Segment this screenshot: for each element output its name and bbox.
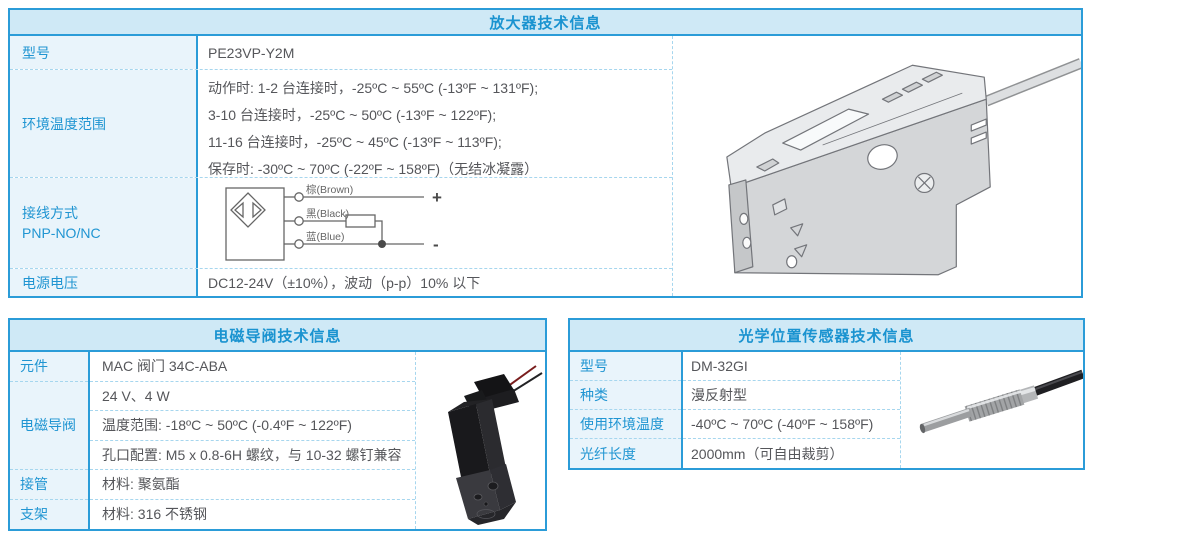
row-value-pilot-3: 孔口配置: M5 x 0.8-6H 螺纹，与 10-32 螺钉兼容 xyxy=(90,441,415,470)
sensor-image xyxy=(919,369,1083,434)
row-value-bracket: 材料: 316 不锈钢 xyxy=(102,506,208,523)
sensor-value-column: DM-32GI 漫反射型 -40ºC ~ 70ºC (-40ºF ~ 158ºF… xyxy=(683,352,900,468)
wiring-diagram: 棕(Brown) 黑(Black) 蓝(Blue) + - xyxy=(225,183,442,261)
row-label-model: 型号 xyxy=(10,36,198,69)
amplifier-image xyxy=(726,58,1081,276)
temperature-line-3: 11-16 台连接时，-25ºC ~ 45ºC (-13ºF ~ 113ºF); xyxy=(208,134,502,150)
valve-label-column: 元件 电磁导阀 接管 支架 xyxy=(10,352,90,529)
sensor-label-column: 型号 种类 使用环境温度 光纤长度 xyxy=(570,352,683,468)
wire-polarity-plus: + xyxy=(432,188,442,207)
row-value-power: DC12-24V（±10%），波动（p-p）10% 以下 xyxy=(208,274,481,291)
amplifier-model-row: 型号 PE23VP-Y2M xyxy=(10,36,672,70)
temperature-line-2: 3-10 台连接时，-25ºC ~ 50ºC (-13ºF ~ 122ºF); xyxy=(208,107,497,123)
row-label-sensor-temp: 使用环境温度 xyxy=(570,410,681,439)
valve-value-column: MAC 阀门 34C-ABA 24 V、4 W 温度范围: -18ºC ~ 50… xyxy=(90,352,415,529)
wire-label-brown: 棕(Brown) xyxy=(306,183,353,196)
row-value-pilot-1: 24 V、4 W xyxy=(90,382,415,411)
row-value-pipe: 材料: 聚氨酯 xyxy=(90,470,415,500)
row-value-component: MAC 阀门 34C-ABA xyxy=(90,352,415,382)
sensor-table-title: 光学位置传感器技术信息 xyxy=(570,320,1083,352)
row-value-sensor-temp: -40ºC ~ 70ºC (-40ºF ~ 158ºF) xyxy=(683,410,900,439)
wire-label-blue: 蓝(Blue) xyxy=(306,231,345,243)
valve-table-title: 电磁导阀技术信息 xyxy=(10,320,545,352)
row-label-bracket: 支架 xyxy=(20,506,48,523)
row-value-sensor-model: DM-32GI xyxy=(683,352,900,381)
row-value-model: PE23VP-Y2M xyxy=(208,44,295,61)
row-label-fiber-length: 光纤长度 xyxy=(580,445,636,462)
row-value-pilot-2: 温度范围: -18ºC ~ 50ºC (-0.4ºF ~ 122ºF) xyxy=(90,411,415,441)
row-label-wiring: 接线方式 PNP-NO/NC xyxy=(10,178,198,268)
amplifier-table: 放大器技术信息 型号 PE23VP-Y2M 环境温度范围 动作时: 1-2 台连… xyxy=(8,8,1083,298)
row-label-power: 电源电压 xyxy=(10,269,198,296)
amplifier-power-row: 电源电压 DC12-24V（±10%），波动（p-p）10% 以下 xyxy=(10,269,672,296)
row-label-sensor-model: 型号 xyxy=(570,352,681,381)
wiring-label-line1: 接线方式 xyxy=(22,205,78,221)
row-label-pilot-valve: 电磁导阀 xyxy=(10,382,88,470)
valve-table: 电磁导阀技术信息 元件 电磁导阀 接管 支架 MAC 阀门 34C-ABA 24… xyxy=(8,318,547,531)
amplifier-image-cell xyxy=(672,36,1081,296)
wiring-label-line2: PNP-NO/NC xyxy=(22,225,101,241)
temperature-line-1: 动作时: 1-2 台连接时，-25ºC ~ 55ºC (-13ºF ~ 131º… xyxy=(208,80,539,96)
row-label-sensor-type: 种类 xyxy=(570,381,681,410)
valve-image-cell xyxy=(415,352,545,529)
valve-image xyxy=(448,365,543,525)
amplifier-wiring-row: 接线方式 PNP-NO/NC xyxy=(10,178,672,269)
sensor-image-cell xyxy=(900,352,1083,468)
row-label-pipe: 接管 xyxy=(10,470,88,500)
wire-polarity-minus: - xyxy=(433,235,439,254)
row-value-wiring: 棕(Brown) 黑(Black) 蓝(Blue) + - xyxy=(198,178,672,268)
row-value-fiber-length: 2000mm（可自由裁剪） xyxy=(691,445,844,462)
row-value-sensor-type: 漫反射型 xyxy=(683,381,900,410)
sensor-table: 光学位置传感器技术信息 型号 种类 使用环境温度 光纤长度 DM-32GI 漫反… xyxy=(568,318,1085,470)
row-label-component: 元件 xyxy=(10,352,88,382)
row-value-temperature: 动作时: 1-2 台连接时，-25ºC ~ 55ºC (-13ºF ~ 131º… xyxy=(198,70,672,177)
amplifier-table-title: 放大器技术信息 xyxy=(10,10,1081,36)
row-label-temperature: 环境温度范围 xyxy=(10,70,198,177)
temperature-line-4: 保存时: -30ºC ~ 70ºC (-22ºF ~ 158ºF)（无结冰凝露） xyxy=(208,161,539,177)
wire-label-black: 黑(Black) xyxy=(306,208,349,220)
amplifier-temperature-row: 环境温度范围 动作时: 1-2 台连接时，-25ºC ~ 55ºC (-13ºF… xyxy=(10,70,672,178)
